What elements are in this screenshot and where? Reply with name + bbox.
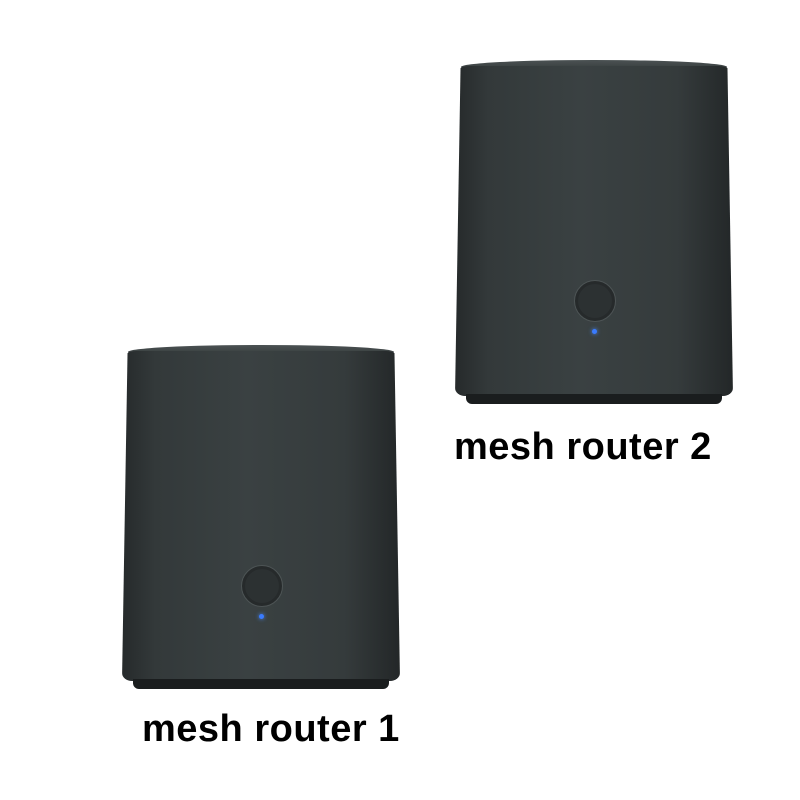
router-1-label: mesh router 1 [142,708,400,750]
router-base [466,394,722,404]
router-2-label: mesh router 2 [454,426,712,468]
power-button-icon [241,565,283,607]
router-body [122,351,400,681]
router-base [133,679,389,689]
power-button-icon [574,280,616,322]
mesh-router-1-image [122,345,400,690]
router-body [455,66,733,396]
mesh-router-2-image [455,60,733,405]
status-led-icon [258,614,264,619]
status-led-icon [591,329,597,334]
